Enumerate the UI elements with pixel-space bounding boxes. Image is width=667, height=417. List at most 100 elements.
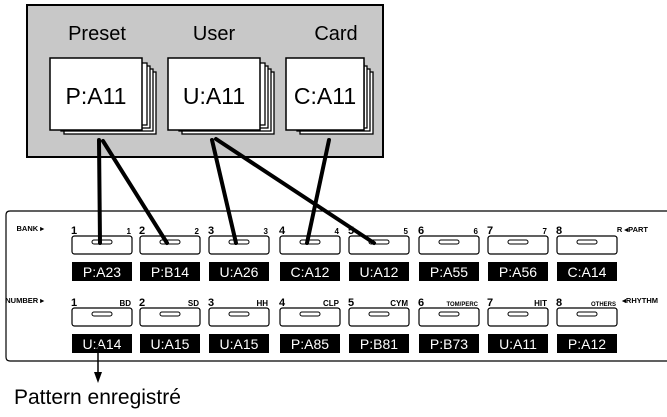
number-display-4: P:A85 bbox=[280, 334, 340, 353]
source-user: User U:A11 bbox=[167, 23, 275, 135]
pattern-display-text: P:A12 bbox=[568, 336, 606, 352]
line-user-to-5 bbox=[214, 137, 376, 245]
number-sub-label: HIT bbox=[534, 299, 547, 308]
source-preset: Preset P:A11 bbox=[49, 23, 157, 135]
bank-display-5: U:A12 bbox=[349, 262, 409, 281]
led-indicator bbox=[91, 311, 113, 317]
bank-sub-label: 3 bbox=[264, 227, 269, 236]
number-button-8[interactable] bbox=[556, 307, 618, 327]
bank-sub-label: 2 bbox=[195, 227, 200, 236]
number-button-2[interactable] bbox=[139, 307, 201, 327]
recorded-arrow bbox=[94, 345, 102, 383]
number-display-5: P:B81 bbox=[349, 334, 409, 353]
number-sub-label: TOM/PERC bbox=[446, 302, 478, 308]
bank-display-6: P:A55 bbox=[419, 262, 479, 281]
source-pattern-user: U:A11 bbox=[183, 83, 245, 109]
number-number-label: 6 bbox=[418, 297, 424, 309]
number-sub-label: OTHERS bbox=[591, 302, 616, 308]
bank-number-label: 8 bbox=[556, 225, 562, 237]
led-indicator bbox=[507, 239, 529, 245]
bank-display-4: C:A12 bbox=[280, 262, 340, 281]
line-preset-to-1 bbox=[97, 138, 102, 245]
pattern-display-text: P:A23 bbox=[83, 264, 121, 280]
led-indicator bbox=[576, 239, 598, 245]
recorded-pattern-caption: Pattern enregistré bbox=[14, 386, 181, 409]
number-number-label: 3 bbox=[208, 297, 214, 309]
source-label-preset: Preset bbox=[68, 23, 126, 45]
pattern-display-text: P:B14 bbox=[151, 264, 189, 280]
led-indicator bbox=[438, 239, 460, 245]
number-button-4[interactable] bbox=[279, 307, 341, 327]
number-display-6: P:B73 bbox=[419, 334, 479, 353]
bank-number-label: 1 bbox=[71, 225, 77, 237]
bank-button-5[interactable] bbox=[348, 235, 410, 255]
bank-button-4[interactable] bbox=[279, 235, 341, 255]
led-indicator bbox=[368, 311, 390, 317]
pattern-display-text: U:A14 bbox=[83, 336, 122, 352]
bank-display-1: P:A23 bbox=[72, 262, 132, 281]
bank-button-7[interactable] bbox=[487, 235, 549, 255]
number-sub-label: CYM bbox=[390, 299, 408, 308]
bank-number-label: 5 bbox=[348, 225, 354, 237]
line-card-to-4 bbox=[305, 138, 331, 245]
bank-button-3[interactable] bbox=[208, 235, 270, 255]
pattern-display-text: C:A12 bbox=[291, 264, 330, 280]
bank-button-1[interactable] bbox=[71, 235, 133, 255]
number-number-label: 1 bbox=[71, 297, 77, 309]
bank-number-label: 2 bbox=[139, 225, 145, 237]
bank-display-7: P:A56 bbox=[488, 262, 548, 281]
bank-pad-8: 8C:A14 bbox=[556, 225, 618, 281]
number-button-3[interactable] bbox=[208, 307, 270, 327]
bank-number-label: 6 bbox=[418, 225, 424, 237]
number-button-5[interactable] bbox=[348, 307, 410, 327]
bank-pad-2: 2 2P:B14 bbox=[139, 225, 201, 281]
source-card-card bbox=[285, 57, 365, 131]
number-button-7[interactable] bbox=[487, 307, 549, 327]
instrument-panel bbox=[5, 210, 667, 362]
number-display-7: U:A11 bbox=[488, 334, 548, 353]
number-sub-label: SD bbox=[188, 299, 199, 308]
line-user-to-3 bbox=[210, 138, 238, 245]
bank-button-2[interactable] bbox=[139, 235, 201, 255]
number-display-1: U:A14 bbox=[72, 334, 132, 353]
number-sub-label: CLP bbox=[323, 299, 340, 308]
pattern-display-text: P:A55 bbox=[430, 264, 468, 280]
pattern-display-text: U:A11 bbox=[499, 336, 537, 352]
pattern-display-text: U:A12 bbox=[360, 264, 399, 280]
pattern-display-text: P:A85 bbox=[291, 336, 329, 352]
bank-button-8[interactable] bbox=[556, 235, 618, 255]
bank-number-label: 4 bbox=[279, 225, 286, 237]
led-indicator bbox=[299, 311, 321, 317]
number-button-6[interactable] bbox=[418, 307, 480, 327]
led-indicator bbox=[159, 311, 181, 317]
source-label-user: User bbox=[193, 23, 236, 45]
number-display-8: P:A12 bbox=[557, 334, 617, 353]
number-button-1[interactable] bbox=[71, 307, 133, 327]
bank-button-6[interactable] bbox=[418, 235, 480, 255]
number-display-3: U:A15 bbox=[209, 334, 269, 353]
source-label-card: Card bbox=[314, 23, 357, 45]
source-pattern-card: C:A11 bbox=[294, 83, 356, 109]
bank-label: BANK ▸ bbox=[16, 224, 45, 233]
pattern-display-text: U:A15 bbox=[151, 336, 190, 352]
bank-display-3: U:A26 bbox=[209, 262, 269, 281]
assignment-lines bbox=[97, 137, 376, 245]
led-indicator bbox=[159, 239, 181, 245]
number-sub-label: BD bbox=[119, 299, 131, 308]
led-indicator bbox=[438, 311, 460, 317]
led-indicator bbox=[576, 311, 598, 317]
source-card-user bbox=[167, 57, 261, 131]
source-pattern-preset: P:A11 bbox=[66, 83, 127, 109]
